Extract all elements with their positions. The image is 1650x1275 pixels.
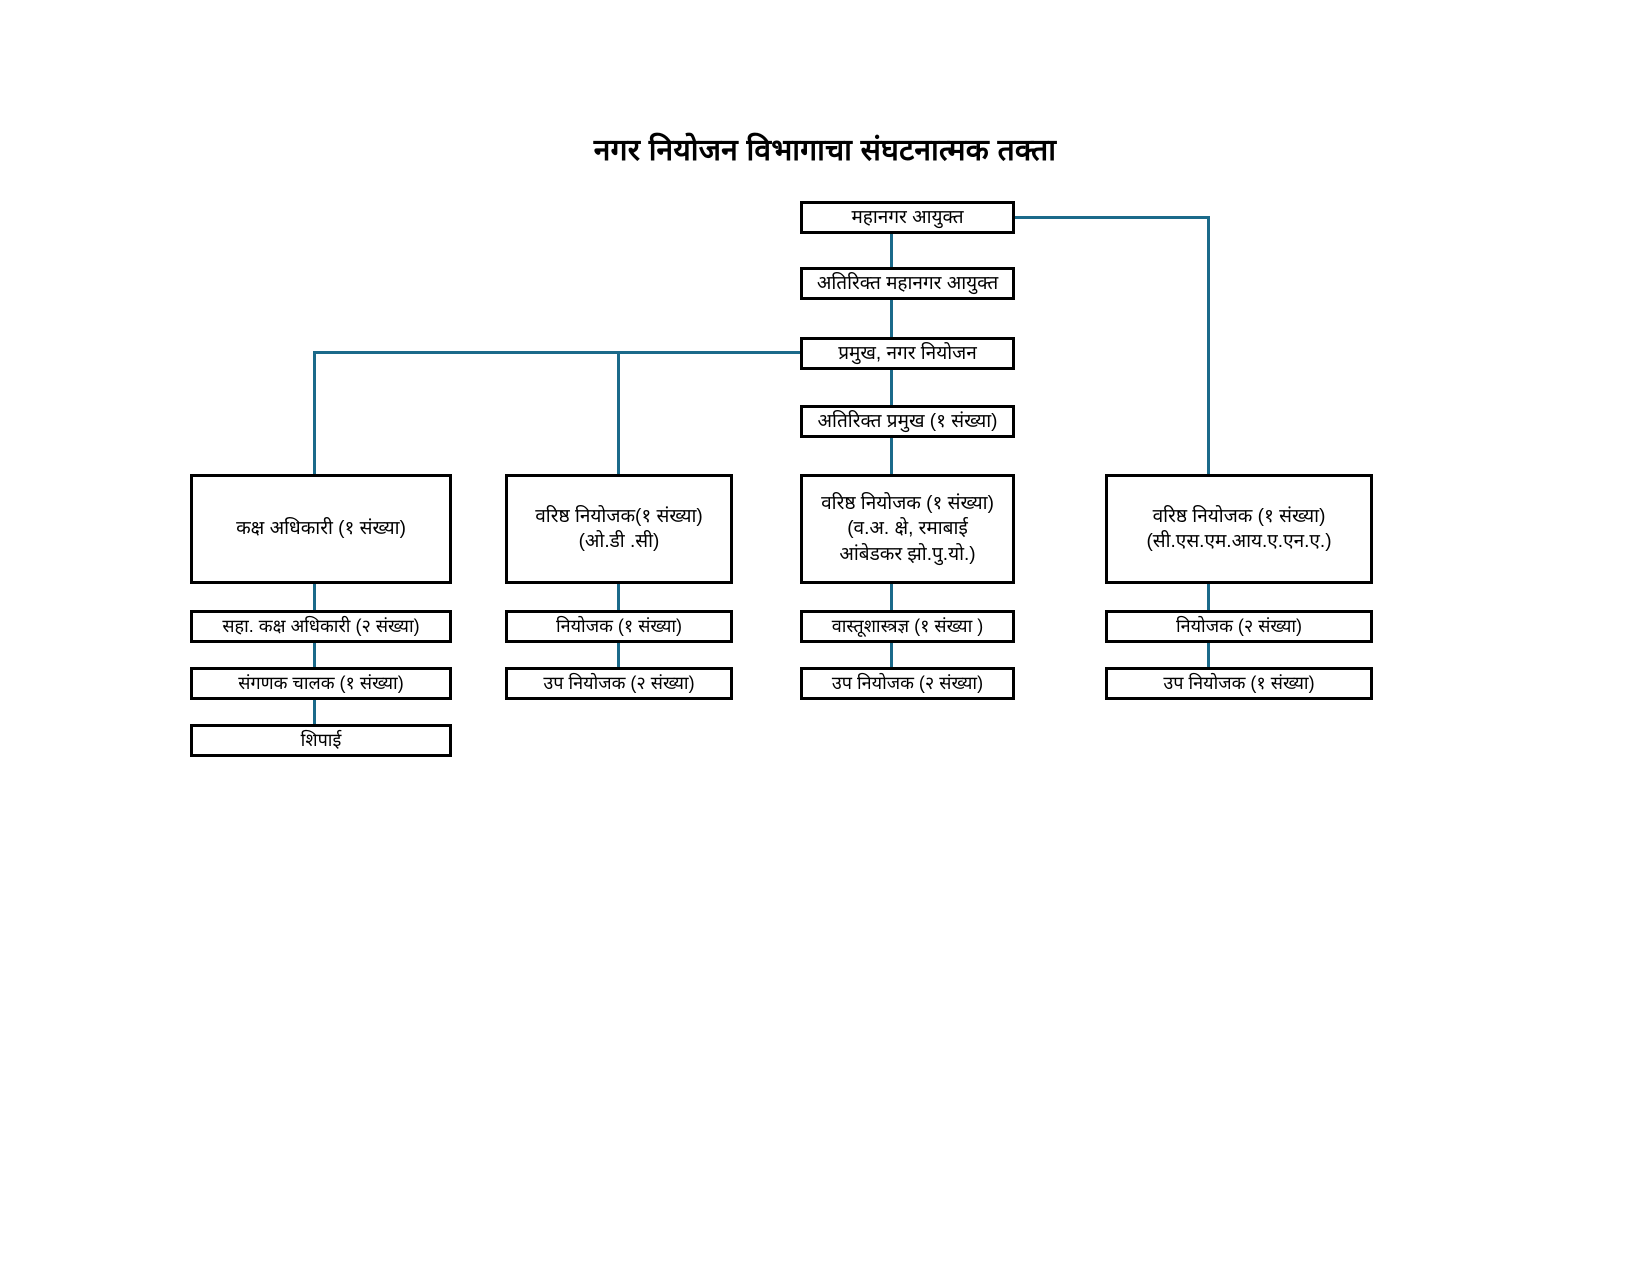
node-col4-head: वरिष्ठ नियोजक (१ संख्या) (सी.एस.एम.आय.ए.…: [1105, 474, 1373, 584]
connector-col2-head-c1: [617, 584, 620, 613]
node-col4-child-2: उप नियोजक (१ संख्या): [1105, 667, 1373, 700]
page-title: नगर नियोजन विभागाचा संघटनात्मक तक्ता: [593, 134, 1057, 167]
node-sublabel: (व.अ. क्षे, रमाबाई: [847, 518, 968, 540]
node-sublabel: (सी.एस.एम.आय.ए.एन.ए.): [1146, 531, 1332, 552]
node-col2-child-2: उप नियोजक (२ संख्या): [505, 667, 733, 700]
connector-col1-head-c1: [313, 584, 316, 613]
node-col2-child-1: नियोजक (१ संख्या): [505, 610, 733, 643]
connector-n1-right-branch: [1012, 216, 1210, 219]
node-label: नियोजक (१ संख्या): [555, 615, 683, 636]
node-label: प्रमुख, नगर नियोजन: [838, 342, 977, 364]
node-label: सहा. कक्ष अधिकारी (२ संख्या): [222, 615, 420, 636]
connector-col1-c1-c2: [313, 643, 316, 671]
node-col3-child-1: वास्तूशास्त्रज्ञ (१ संख्या ): [800, 610, 1015, 643]
node-label: अतिरिक्त प्रमुख (१ संख्या): [817, 410, 998, 432]
node-col3-head: वरिष्ठ नियोजक (१ संख्या) (व.अ. क्षे, रमा…: [800, 474, 1015, 584]
node-label: उप नियोजक (२ संख्या): [543, 672, 695, 693]
node-col1-child-1: सहा. कक्ष अधिकारी (२ संख्या): [190, 610, 452, 643]
node-label: शिपाई: [300, 729, 342, 750]
connector-n1-n2: [890, 234, 893, 271]
node-col2-head: वरिष्ठ नियोजक(१ संख्या) (ओ.डी .सी): [505, 474, 733, 584]
connector-n3-left-bus: [313, 351, 803, 354]
connector-col2-c1-c2: [617, 643, 620, 671]
connector-col3-c1-c2: [890, 643, 893, 671]
node-label: वरिष्ठ नियोजक(१ संख्या): [535, 505, 703, 527]
node-label: उप नियोजक (१ संख्या): [1163, 672, 1315, 693]
connector-col1-c2-c3: [313, 700, 316, 728]
node-col1-child-2: संगणक चालक (१ संख्या): [190, 667, 452, 700]
node-atirikt-mahanagar-ayukt: अतिरिक्त महानगर आयुक्त: [800, 267, 1015, 300]
node-col1-head: कक्ष अधिकारी (१ संख्या): [190, 474, 452, 584]
node-label: संगणक चालक (१ संख्या): [238, 672, 404, 693]
connector-n4-col3-drop: [890, 438, 893, 476]
node-label: महानगर आयुक्त: [851, 206, 964, 228]
connector-col4-head-c1: [1207, 584, 1210, 613]
node-sublabel-2: आंबेडकर झो.पु.यो.): [839, 543, 976, 565]
node-label: कक्ष अधिकारी (१ संख्या): [236, 518, 406, 540]
node-col1-child-3: शिपाई: [190, 724, 452, 757]
node-label: वास्तूशास्त्रज्ञ (१ संख्या ): [831, 615, 984, 636]
connector-n3-n4: [890, 370, 893, 408]
node-label: वरिष्ठ नियोजक (१ संख्या): [1152, 505, 1326, 527]
node-mahanagar-ayukt: महानगर आयुक्त: [800, 201, 1015, 234]
connector-col1-drop: [313, 351, 316, 474]
node-pramukh-nagar-niyojan: प्रमुख, नगर नियोजन: [800, 337, 1015, 370]
connector-right-branch-down: [1207, 216, 1210, 474]
connector-col3-head-c1: [890, 584, 893, 613]
node-label: वरिष्ठ नियोजक (१ संख्या): [821, 493, 994, 515]
connector-col4-c1-c2: [1207, 643, 1210, 671]
node-label: अतिरिक्त महानगर आयुक्त: [816, 272, 999, 294]
node-sublabel: (ओ.डी .सी): [578, 531, 660, 552]
node-label: उप नियोजक (२ संख्या): [831, 672, 984, 693]
node-label: नियोजक (२ संख्या): [1175, 615, 1303, 636]
node-col4-child-1: नियोजक (२ संख्या): [1105, 610, 1373, 643]
connector-n2-n3: [890, 300, 893, 340]
connector-col2-drop: [617, 351, 620, 474]
node-col3-child-2: उप नियोजक (२ संख्या): [800, 667, 1015, 700]
node-atirikt-pramukh: अतिरिक्त प्रमुख (१ संख्या): [800, 405, 1015, 438]
